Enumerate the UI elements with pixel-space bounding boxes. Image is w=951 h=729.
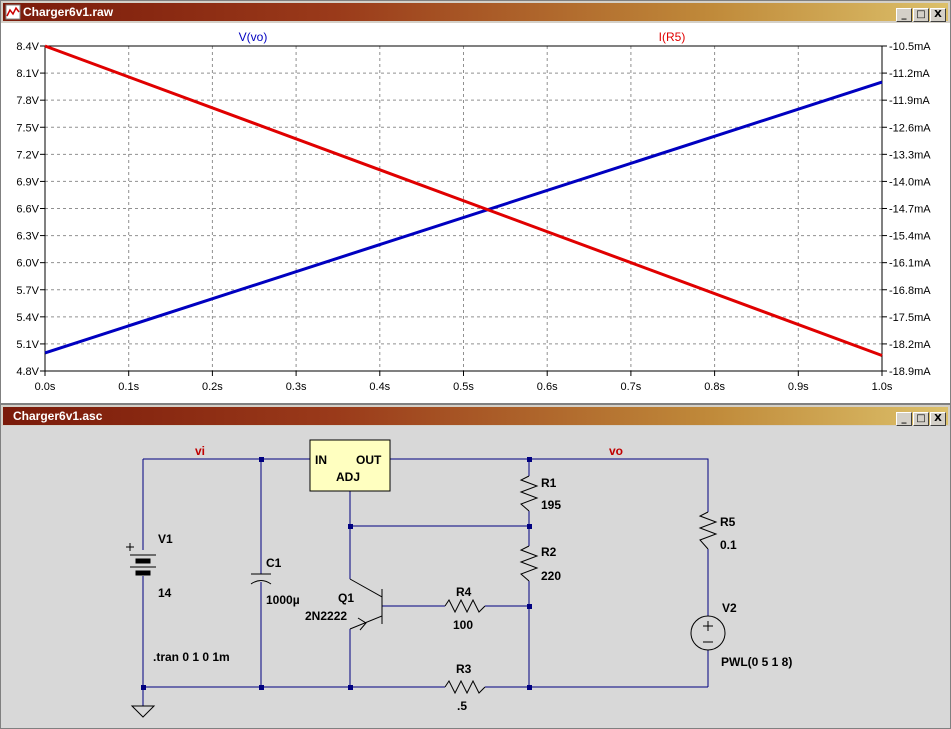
- left-tick-label: 5.7V: [16, 285, 39, 297]
- left-tick-label: 7.2V: [16, 149, 39, 161]
- left-axis: 8.4V 8.1V 7.8V 7.5V 7.2V 6.9V 6.6V 6.3V 6.0V 5.7V…: [16, 41, 45, 378]
- series-line-v-vo: [44, 80, 883, 355]
- right-tick-label: -13.3mA: [889, 149, 931, 161]
- r5-name: R5: [720, 515, 736, 529]
- schematic-window-title: Charger6v1.asc: [13, 409, 103, 423]
- r1-name: R1: [541, 476, 557, 490]
- left-tick-label: 4.8V: [16, 366, 39, 378]
- schematic-window: Charger6v1.asc _□X: [0, 404, 951, 729]
- left-tick-label: 7.5V: [16, 122, 39, 134]
- junctions: [141, 457, 532, 690]
- x-tick-label: 0.8s: [704, 381, 725, 393]
- legend-vvo[interactable]: V(vo): [239, 30, 268, 44]
- right-tick-label: -12.6mA: [889, 122, 931, 134]
- net-label-vo[interactable]: vo: [609, 444, 623, 458]
- minimize-button[interactable]: _: [896, 412, 912, 426]
- right-tick-label: -17.5mA: [889, 312, 931, 324]
- net-label-vi[interactable]: vi: [195, 444, 205, 458]
- left-tick-label: 8.4V: [16, 41, 39, 53]
- x-tick-label: 0.5s: [453, 381, 474, 393]
- resistor-r2[interactable]: [519, 545, 539, 582]
- x-tick-label: 0.4s: [369, 381, 390, 393]
- left-tick-label: 7.8V: [16, 95, 39, 107]
- wires: [142, 458, 709, 706]
- r4-name: R4: [456, 585, 472, 599]
- x-tick-label: 0.3s: [286, 381, 307, 393]
- q1-name: Q1: [338, 591, 354, 605]
- battery-v1[interactable]: [126, 543, 156, 576]
- left-tick-label: 6.9V: [16, 176, 39, 188]
- resistor-r5[interactable]: [698, 511, 718, 550]
- left-tick-label: 8.1V: [16, 68, 39, 80]
- right-axis: -10.5mA -11.2mA -11.9mA -12.6mA -13.3mA -14.0…: [882, 41, 931, 378]
- left-tick-label: 6.3V: [16, 231, 39, 243]
- right-tick-label: -14.0mA: [889, 176, 931, 188]
- waveform-plot[interactable]: 8.4V 8.1V 7.8V 7.5V 7.2V 6.9V 6.6V 6.3V 6.0V 5.7V…: [0, 1, 951, 405]
- x-axis: 0.0s 0.1s 0.2s 0.3s 0.4s 0.5s 0.6s 0.7s 0.8s 0.9s…: [35, 371, 893, 393]
- right-tick-label: -16.1mA: [889, 258, 931, 270]
- r1-value: 195: [541, 498, 561, 512]
- r4-value: 100: [453, 618, 473, 632]
- maximize-button[interactable]: □: [913, 8, 929, 22]
- right-tick-label: -18.9mA: [889, 366, 931, 378]
- x-tick-label: 0.0s: [35, 381, 56, 393]
- transistor-q1[interactable]: [349, 578, 383, 631]
- plot-window-titlebar[interactable]: Charger6v1.raw _□X: [3, 3, 948, 22]
- schematic-window-titlebar[interactable]: Charger6v1.asc _□X: [3, 407, 948, 426]
- close-button[interactable]: X: [930, 8, 946, 22]
- plot-grid: [45, 46, 882, 371]
- right-tick-label: -18.2mA: [889, 339, 931, 351]
- r2-name: R2: [541, 545, 557, 559]
- x-tick-label: 0.6s: [537, 381, 558, 393]
- x-tick-label: 0.9s: [788, 381, 809, 393]
- r5-value: 0.1: [720, 538, 737, 552]
- left-tick-label: 6.6V: [16, 204, 39, 216]
- right-tick-label: -11.9mA: [889, 95, 930, 107]
- right-tick-label: -11.2mA: [889, 68, 930, 80]
- voltage-source-v2[interactable]: [690, 615, 726, 651]
- close-button[interactable]: X: [930, 412, 946, 426]
- resistor-r3[interactable]: [444, 679, 486, 695]
- left-tick-label: 5.1V: [16, 339, 39, 351]
- minimize-button[interactable]: _: [896, 8, 912, 22]
- r3-name: R3: [456, 662, 472, 676]
- regulator-out-pin: OUT: [356, 453, 382, 467]
- maximize-button[interactable]: □: [913, 412, 929, 426]
- q1-value: 2N2222: [305, 609, 347, 623]
- left-tick-label: 5.4V: [16, 312, 39, 324]
- r2-value: 220: [541, 569, 561, 583]
- series-traces: [44, 44, 883, 357]
- c1-name: C1: [266, 556, 282, 570]
- right-tick-label: -15.4mA: [889, 231, 931, 243]
- resistor-r4[interactable]: [444, 598, 486, 614]
- plot-window-title: Charger6v1.raw: [23, 5, 114, 19]
- right-tick-label: -10.5mA: [889, 41, 931, 53]
- v2-name: V2: [722, 601, 737, 615]
- regulator-adj-pin: ADJ: [336, 470, 360, 484]
- capacitor-c1[interactable]: [250, 573, 272, 585]
- v2-value: PWL(0 5 1 8): [721, 655, 792, 669]
- ground-symbol[interactable]: [130, 705, 156, 718]
- legend-ir5[interactable]: I(R5): [659, 30, 686, 44]
- right-tick-label: -16.8mA: [889, 285, 931, 297]
- v1-value: 14: [158, 586, 172, 600]
- x-tick-label: 0.1s: [118, 381, 139, 393]
- r3-value: .5: [457, 699, 467, 713]
- right-tick-label: -14.7mA: [889, 204, 931, 216]
- left-tick-label: 6.0V: [16, 258, 39, 270]
- schematic-canvas[interactable]: IN OUT ADJ V1 14 C1 1000µ Q1: [0, 404, 951, 729]
- c1-value: 1000µ: [266, 593, 300, 607]
- spice-directive[interactable]: .tran 0 1 0 1m: [153, 650, 230, 664]
- voltage-regulator[interactable]: IN OUT ADJ: [309, 439, 391, 492]
- resistor-r1[interactable]: [519, 475, 539, 512]
- x-tick-label: 0.2s: [202, 381, 223, 393]
- plot-window: Charger6v1.raw _□X 8.4V 8.1V 7.8V 7.5V 7.2V 6…: [0, 0, 951, 404]
- x-tick-label: 0.7s: [621, 381, 642, 393]
- waveform-icon: [5, 4, 21, 20]
- x-tick-label: 1.0s: [872, 381, 893, 393]
- v1-name: V1: [158, 532, 173, 546]
- regulator-in-pin: IN: [315, 453, 327, 467]
- series-line-i-r5: [44, 44, 883, 357]
